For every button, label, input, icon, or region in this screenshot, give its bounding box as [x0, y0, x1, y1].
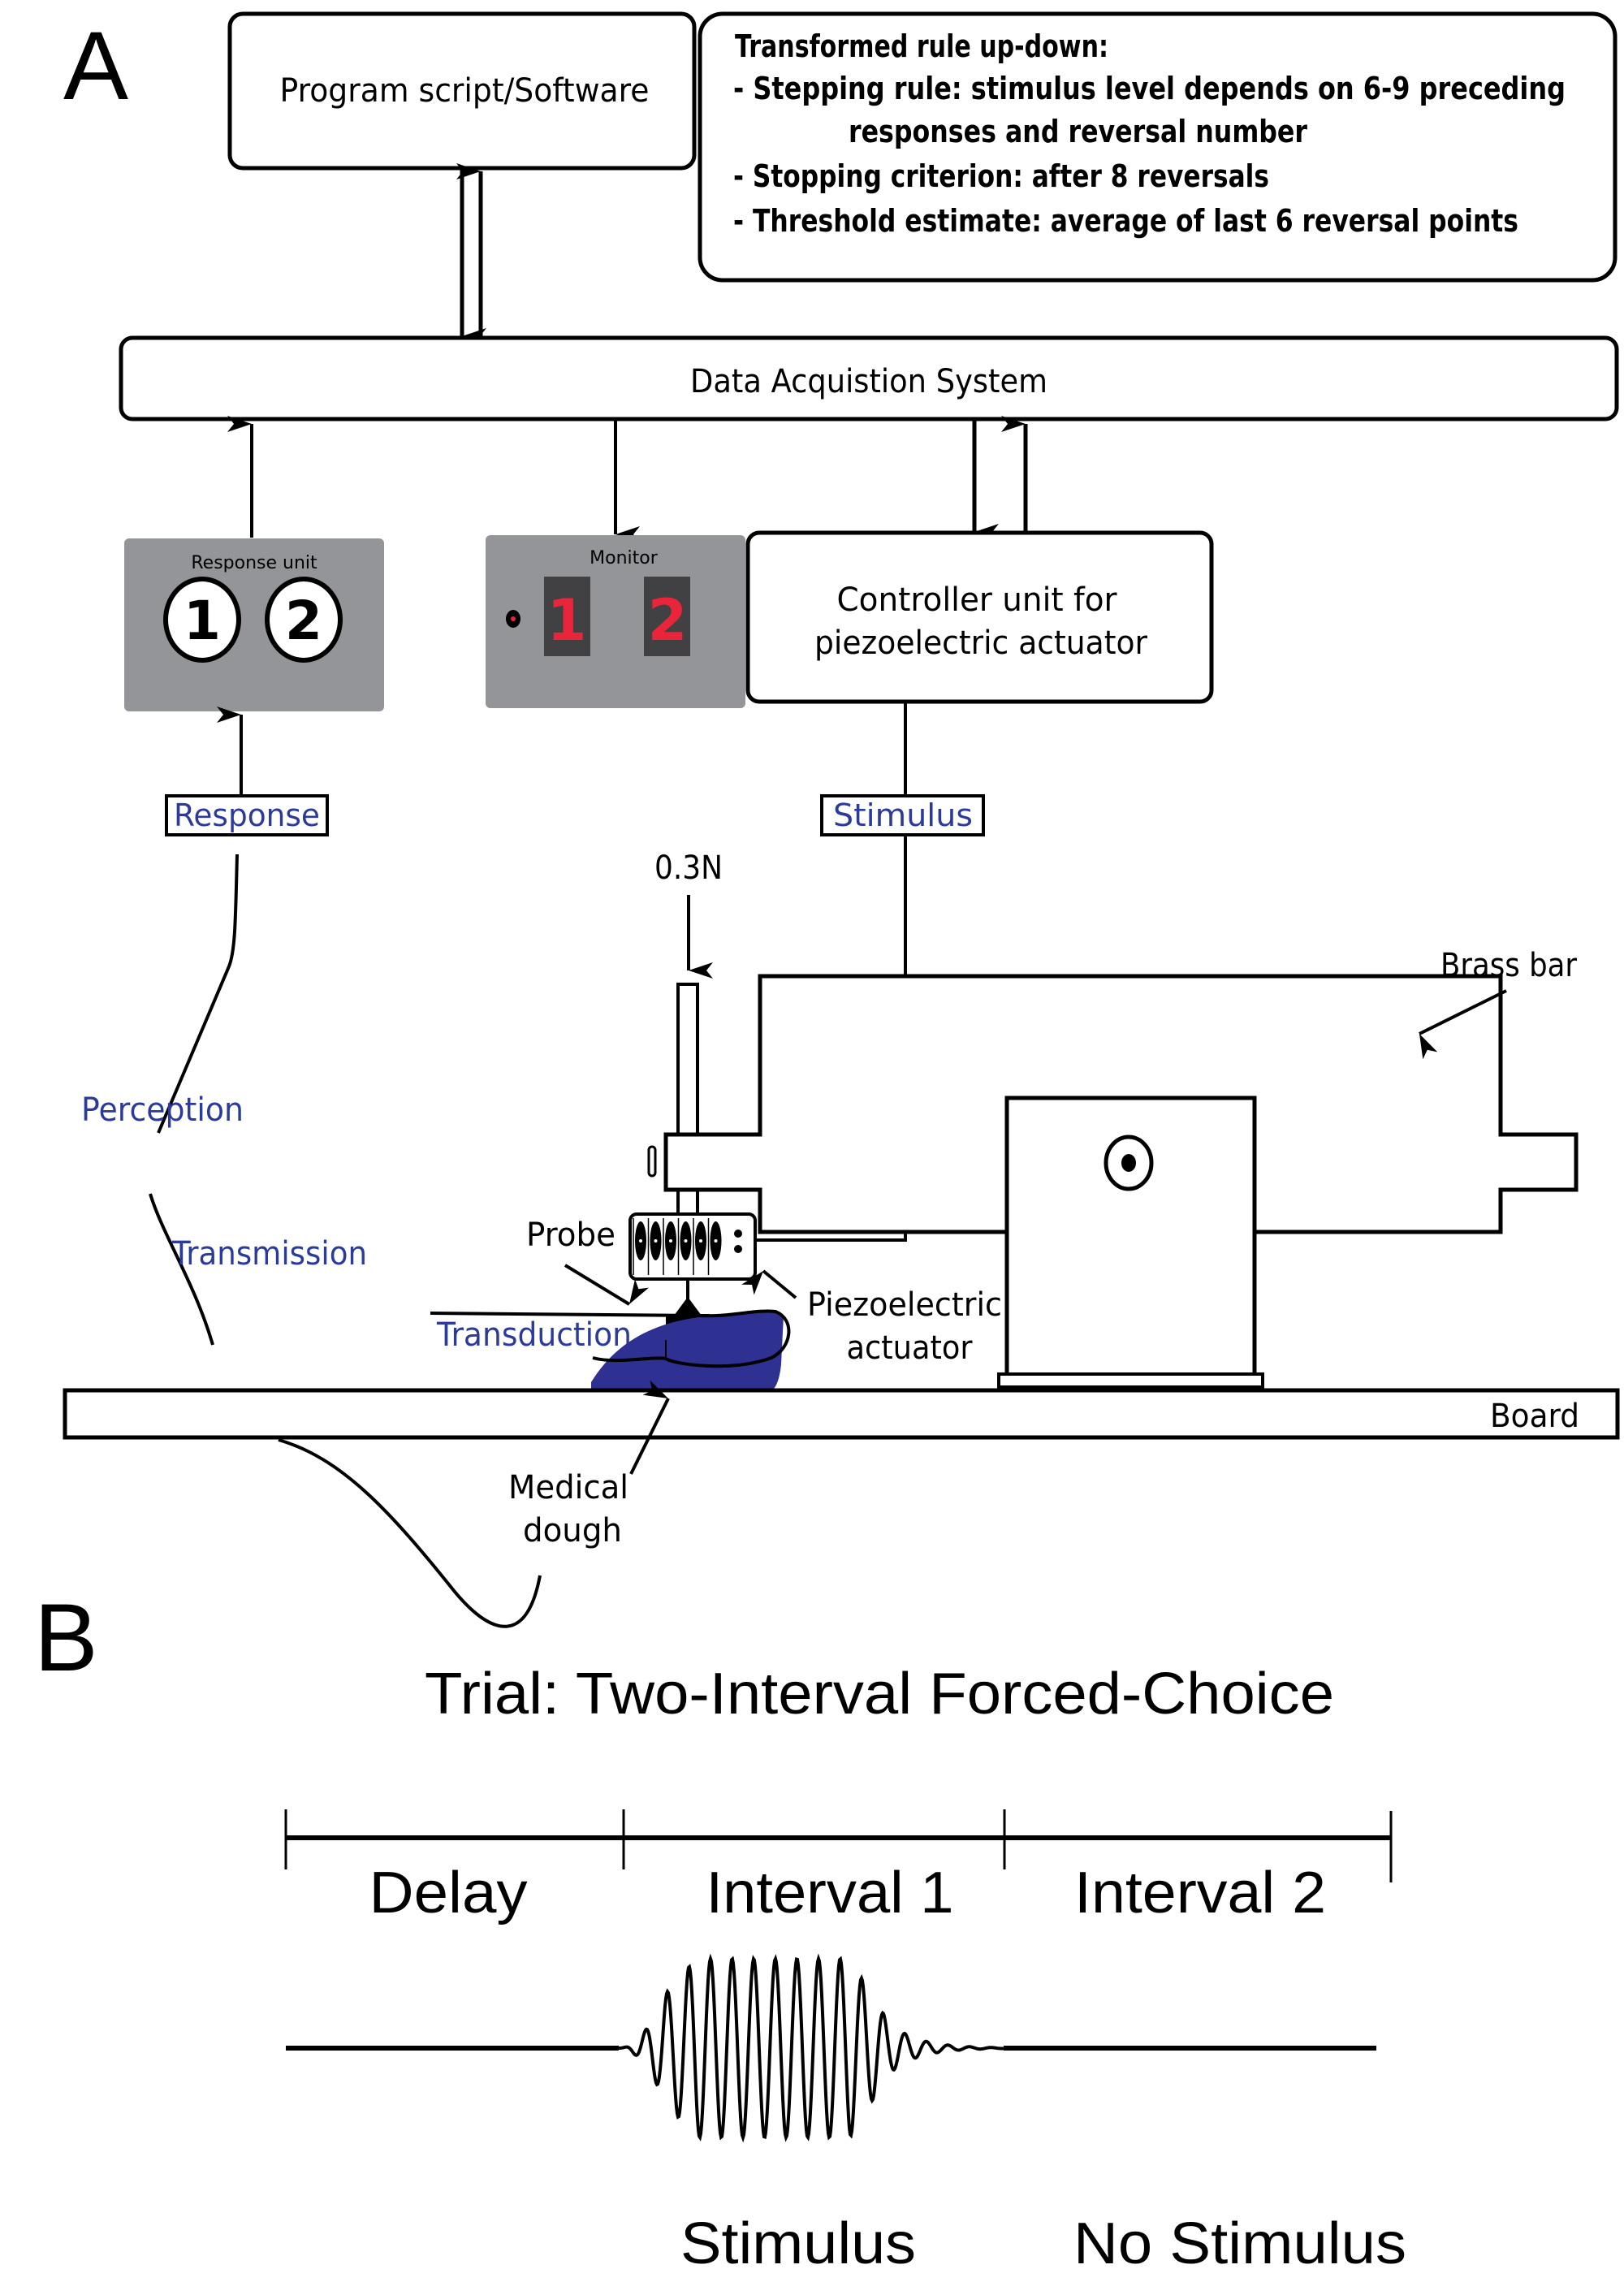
piezo-label-line2: actuator: [847, 1329, 974, 1367]
monitor: Monitor 1 2: [486, 535, 745, 708]
piezo-cell-dot: [654, 1239, 658, 1243]
data-acquisition-box: Data Acquistion System: [119, 335, 1619, 421]
rule-title: Transformed rule up-down:: [735, 28, 1108, 64]
program-script-box: Program script/Software: [227, 11, 697, 171]
rule-line-stepping-cont: responses and reversal number: [849, 114, 1307, 149]
piezoelectric-actuator: [628, 1212, 757, 1281]
probe-rod: [676, 983, 699, 1136]
piezo-cell-dot: [699, 1239, 702, 1243]
monitor-digit-1: 1: [547, 587, 587, 654]
piezo-cell-dot: [669, 1239, 672, 1243]
brass-bar-label: Brass bar: [1440, 947, 1577, 984]
piezo-arrow: [741, 1269, 797, 1299]
curve-response-to-perception: [157, 854, 239, 1134]
medical-dough: [591, 1311, 784, 1390]
piezo-cell-dot: [684, 1239, 688, 1243]
stimulus-waveform: [619, 1953, 1004, 2143]
transduction-label: Transduction: [436, 1316, 632, 1354]
waveform-label-stimulus: Stimulus: [680, 2211, 916, 2276]
waveform-label-no-stimulus: No Stimulus: [1073, 2211, 1406, 2276]
monitor-indicator-dot: [511, 616, 516, 621]
controller-label-line2: piezoelectric actuator: [814, 625, 1148, 662]
finger-outline: [430, 1309, 791, 1368]
response-button-1[interactable]: 1: [163, 577, 241, 663]
board-label: Board: [1490, 1398, 1579, 1435]
controller-unit-box: Controller unit for piezoelectric actuat…: [745, 530, 1214, 704]
response-unit-label: Response unit: [191, 553, 317, 573]
piezo-label-line1: Piezoelectric: [807, 1286, 1002, 1324]
force-label: 0.3N: [654, 849, 723, 887]
support-pillar-base: [997, 1372, 1264, 1389]
brass-bar-screw: [647, 1145, 657, 1178]
monitor-display-2: [644, 577, 690, 656]
rule-box: Transformed rule up-down: - Stepping rul…: [698, 11, 1618, 283]
panel-b-label: B: [34, 1584, 98, 1692]
data-acquisition-label: Data Acquistion System: [690, 363, 1047, 400]
piezo-cell-dot: [714, 1239, 718, 1243]
response-signal-label: Response: [165, 794, 329, 836]
board: [63, 1388, 1620, 1440]
response-button-2[interactable]: 2: [265, 577, 343, 663]
rule-line-threshold: - Threshold estimate: average of last 6 …: [733, 203, 1518, 239]
stimulus-signal-text: Stimulus: [833, 797, 973, 833]
perception-label: Perception: [81, 1091, 244, 1129]
transmission-label: Transmission: [171, 1235, 367, 1273]
segment-label-delay: Delay: [369, 1861, 528, 1925]
response-unit: Response unit 1 2: [124, 538, 384, 711]
panel-b-title: Trial: Two-Interval Forced-Choice: [425, 1662, 1334, 1727]
panel-a-label: A: [63, 11, 128, 120]
monitor-label: Monitor: [590, 548, 659, 568]
controller-label-line1: Controller unit for: [837, 581, 1118, 619]
monitor-display-1: [544, 577, 590, 656]
monitor-digit-2: 2: [648, 587, 688, 654]
curve-transmission-to-transduction: [278, 1438, 542, 1628]
rule-line-stepping: - Stepping rule: stimulus level depends …: [733, 71, 1566, 106]
response-signal-text: Response: [174, 797, 320, 833]
segment-label-interval1: Interval 1: [706, 1861, 954, 1925]
segment-label-interval2: Interval 2: [1074, 1861, 1326, 1925]
dough-label-line2: dough: [523, 1512, 622, 1549]
response-button-1-label: 1: [184, 590, 221, 652]
stimulus-signal-label: Stimulus: [820, 794, 985, 836]
rule-line-stopping: - Stopping criterion: after 8 reversals: [733, 158, 1269, 194]
pivot-center: [1121, 1154, 1136, 1172]
response-button-2-label: 2: [285, 590, 322, 652]
brass-bar-arrow: [1419, 989, 1507, 1060]
probe-tip: [674, 1297, 702, 1316]
piezo-cell-dot: [639, 1239, 642, 1243]
probe-label: Probe: [526, 1217, 615, 1254]
dough-label-line1: Medical: [508, 1469, 628, 1506]
probe-arrow: [564, 1264, 650, 1306]
curve-perception-to-transmission: [149, 1193, 214, 1346]
dough-arrow: [629, 1380, 670, 1475]
program-script-label: Program script/Software: [280, 72, 650, 110]
